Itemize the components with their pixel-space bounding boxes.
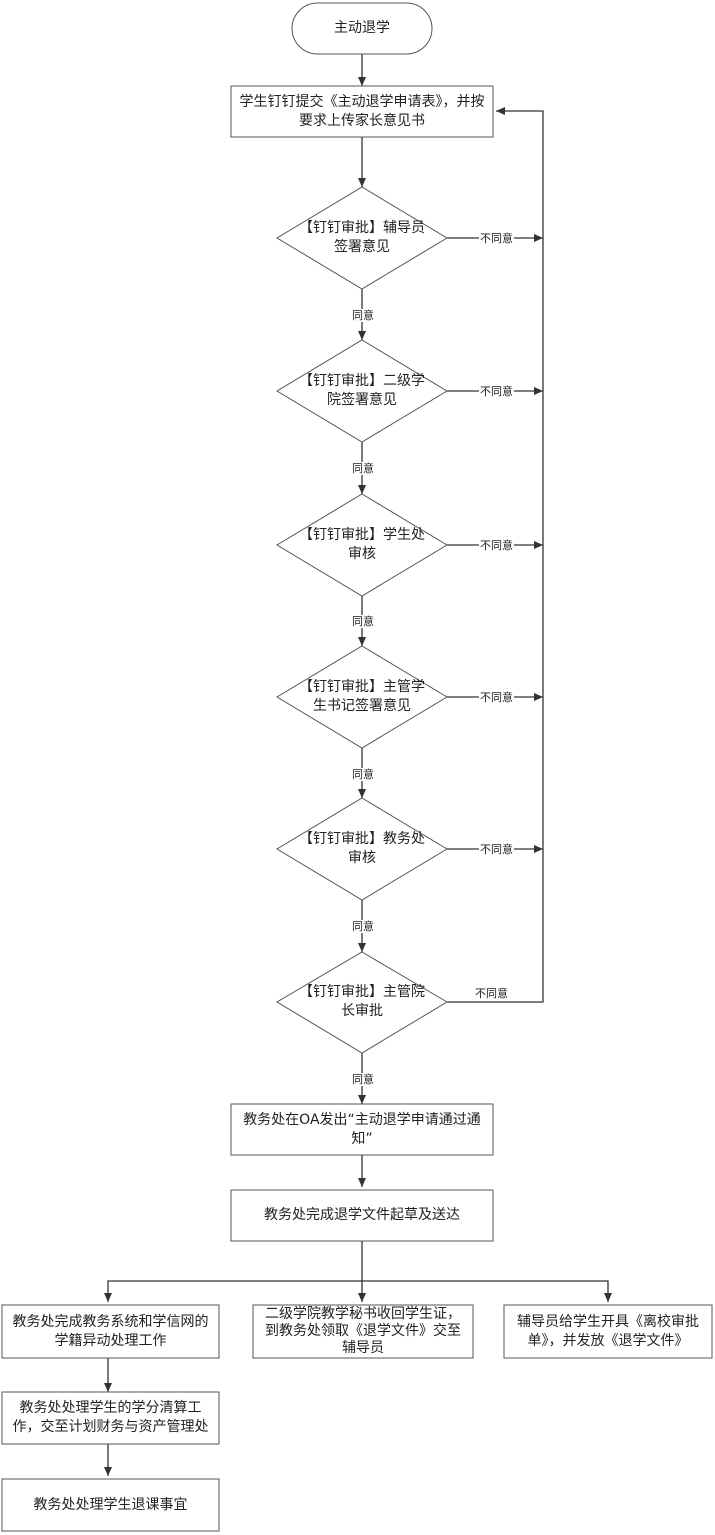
right-box [503, 1304, 713, 1359]
decision-college [276, 339, 448, 443]
decision-counselor [276, 186, 448, 290]
start-terminator [291, 2, 433, 55]
left3-text: 教务处处理学生退课事宜 [33, 1496, 188, 1513]
left3-box [1, 1478, 220, 1532]
decision-academic-affairs-text: 【钉钉审批】教务处 审核 [299, 831, 425, 866]
notice-box [230, 1103, 494, 1156]
decision-dean-text: 【钉钉审批】主管院 长审批 [299, 984, 425, 1019]
left1-box [1, 1304, 220, 1359]
notice-text: 教务处在OA发出“主动退学申请通过通 知” [243, 1111, 481, 1147]
agree-label: 同意 [351, 920, 375, 933]
decision-secretary-text: 【钉钉审批】主管学 生书记签署意见 [299, 679, 425, 714]
agree-label: 同意 [351, 768, 375, 781]
left2-box [1, 1391, 220, 1445]
draft-text: 教务处完成退学文件起草及送达 [264, 1207, 460, 1223]
left2-text: 教务处处理学生的学分清算工 作，交至计划财务与资产管理处 [12, 1400, 209, 1435]
decision-academic-affairs [276, 797, 448, 901]
decision-college-text: 【钉钉审批】二级学 院签署意见 [299, 373, 425, 408]
disagree-label: 不同意 [474, 987, 509, 1000]
decision-secretary [276, 645, 448, 749]
decision-student-affairs [276, 493, 448, 597]
edge-draft-branch [104, 1241, 363, 1302]
submit-text: 学生钉钉提交《主动退学申请表》，并按要求上传家长意见书 [239, 93, 485, 129]
disagree-label: 不同意 [479, 539, 514, 552]
agree-label: 同意 [351, 615, 375, 628]
disagree-label: 不同意 [479, 232, 514, 245]
decision-dean [276, 951, 448, 1054]
disagree-label: 不同意 [479, 385, 514, 398]
edge-d6-return [447, 107, 544, 1003]
agree-label: 同意 [351, 1073, 375, 1086]
decision-student-affairs-text: 【钉钉审批】学生处 审核 [299, 527, 425, 562]
start-label: 主动退学 [334, 20, 390, 36]
edge-branch-right [362, 1280, 612, 1302]
decision-counselor-text: 【钉钉审批】辅导员 签署意见 [299, 220, 425, 255]
left1-text: 教务处完成教务系统和学信网的 学籍异动处理工作 [12, 1313, 209, 1349]
agree-label: 同意 [351, 462, 375, 475]
right-text: 辅导员给学生开具《离校审批 单》，并发放《退学文件》 [517, 1313, 699, 1349]
submit-box [230, 85, 494, 138]
disagree-label: 不同意 [479, 843, 514, 856]
mid-box [252, 1304, 474, 1359]
disagree-label: 不同意 [479, 691, 514, 704]
mid-text: 二级学院教学秘书收回学生证， 到教务处领取《退学文件》交至 辅导员 [265, 1306, 461, 1356]
agree-label: 同意 [351, 309, 375, 322]
draft-box [230, 1189, 494, 1242]
